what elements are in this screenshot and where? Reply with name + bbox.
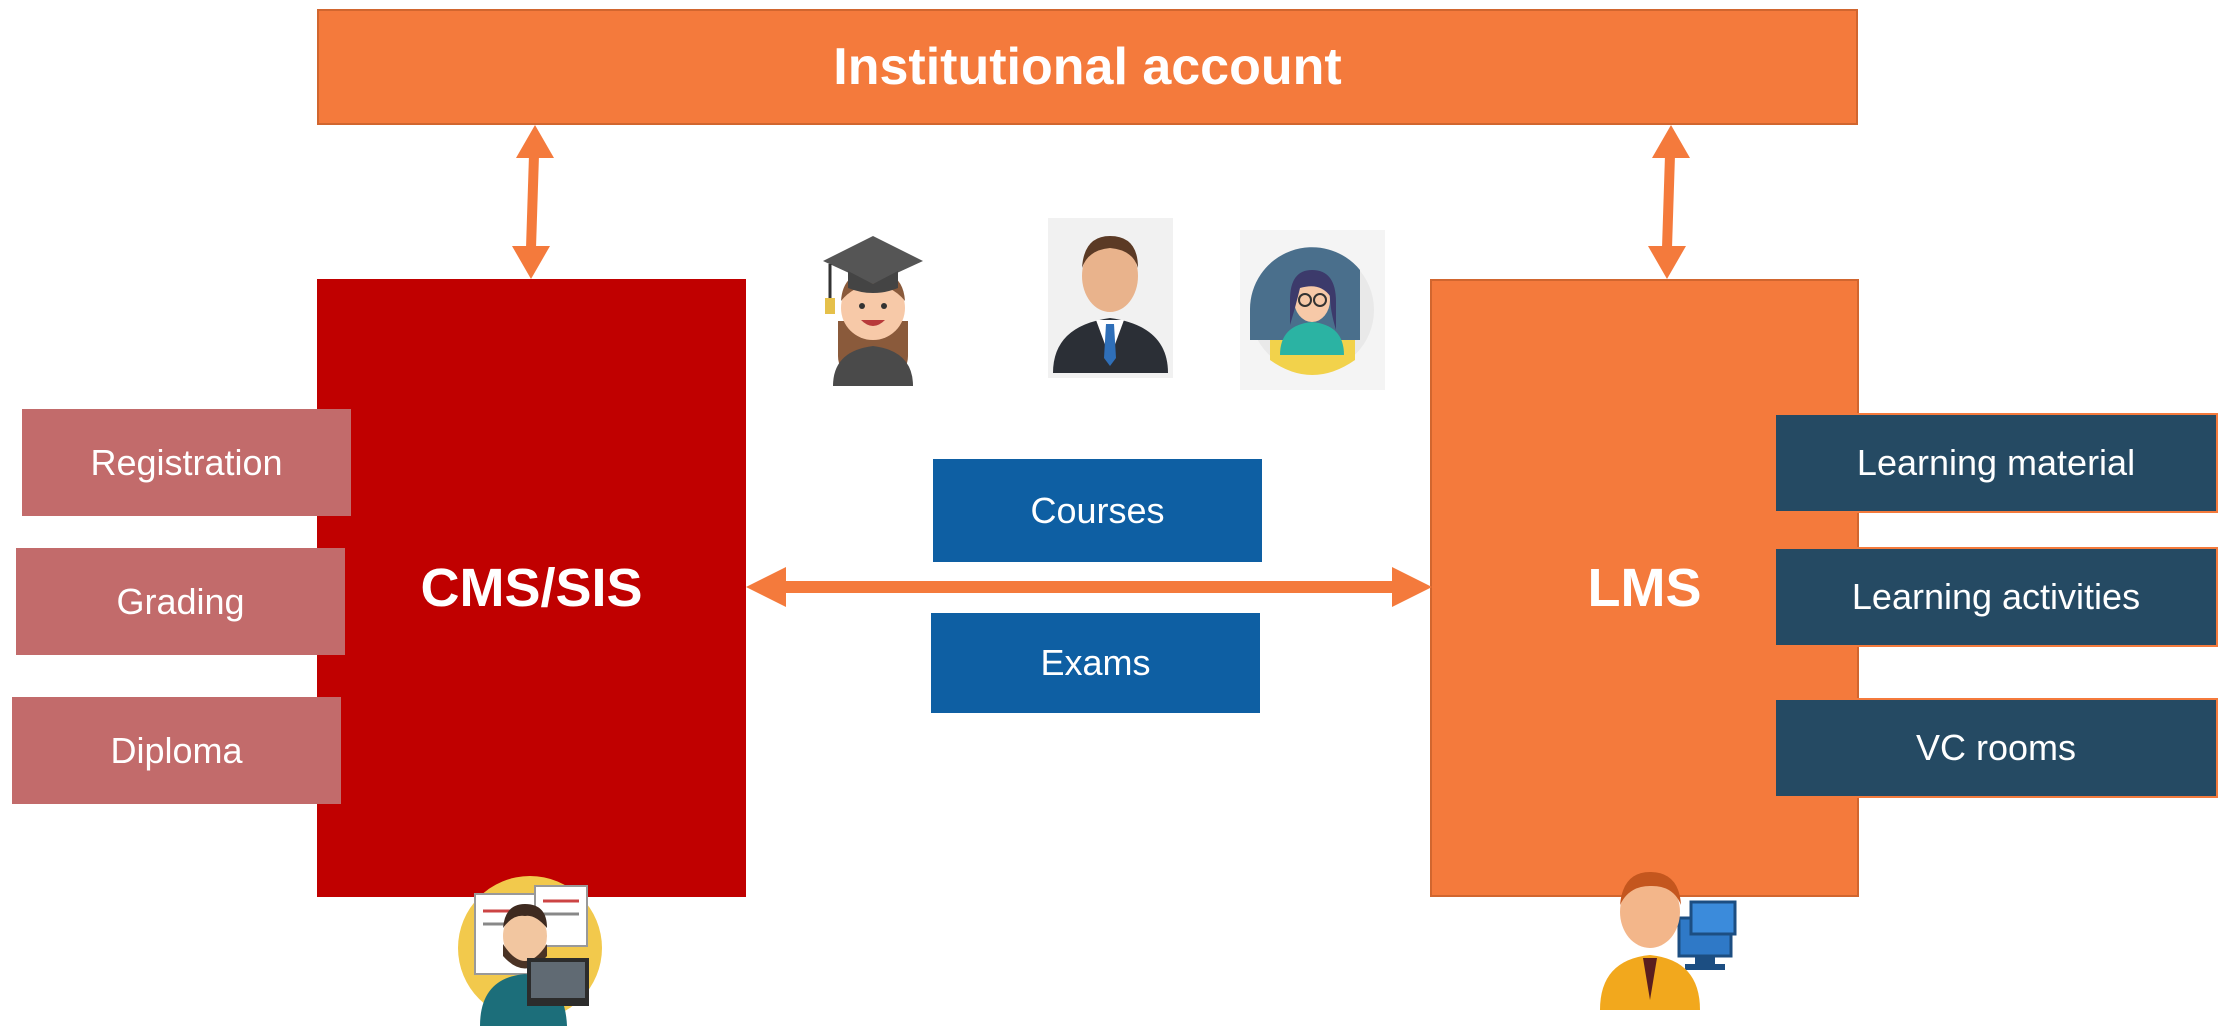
lms-label: LMS bbox=[1587, 558, 1702, 618]
learning-activities-module: Learning activities bbox=[1774, 547, 2218, 647]
graduate-student-icon bbox=[823, 236, 923, 386]
courses-box: Courses bbox=[933, 459, 1262, 562]
institutional-account-label: Institutional account bbox=[833, 38, 1342, 96]
learning-material-label: Learning material bbox=[1856, 442, 2136, 483]
institutional-account-banner: Institutional account bbox=[317, 9, 1858, 125]
banner-cms-double-arrow bbox=[512, 125, 554, 279]
banner-lms-double-arrow bbox=[1648, 125, 1690, 279]
registration-label: Registration bbox=[90, 441, 283, 483]
grading-label: Grading bbox=[116, 580, 245, 622]
exams-label: Exams bbox=[1040, 642, 1151, 683]
exams-box: Exams bbox=[931, 613, 1260, 713]
diploma-module: Diploma bbox=[12, 697, 341, 804]
learning-material-module: Learning material bbox=[1774, 413, 2218, 513]
cms-sis-block: CMS/SIS bbox=[317, 279, 746, 897]
diploma-label: Diploma bbox=[110, 729, 243, 771]
registration-module: Registration bbox=[22, 409, 351, 516]
lms-admin-icon bbox=[1600, 872, 1737, 1010]
grading-module: Grading bbox=[16, 548, 345, 655]
cms-admin-icon bbox=[458, 876, 602, 1026]
vc-rooms-label: VC rooms bbox=[1915, 727, 2077, 768]
courses-label: Courses bbox=[1030, 489, 1165, 531]
teacher-icon bbox=[1240, 230, 1385, 390]
learning-activities-label: Learning activities bbox=[1851, 576, 2141, 617]
cms-sis-label: CMS/SIS bbox=[420, 558, 643, 618]
cms-lms-double-arrow bbox=[746, 567, 1432, 607]
vc-rooms-module: VC rooms bbox=[1774, 698, 2218, 798]
businessman-icon bbox=[1048, 218, 1173, 378]
